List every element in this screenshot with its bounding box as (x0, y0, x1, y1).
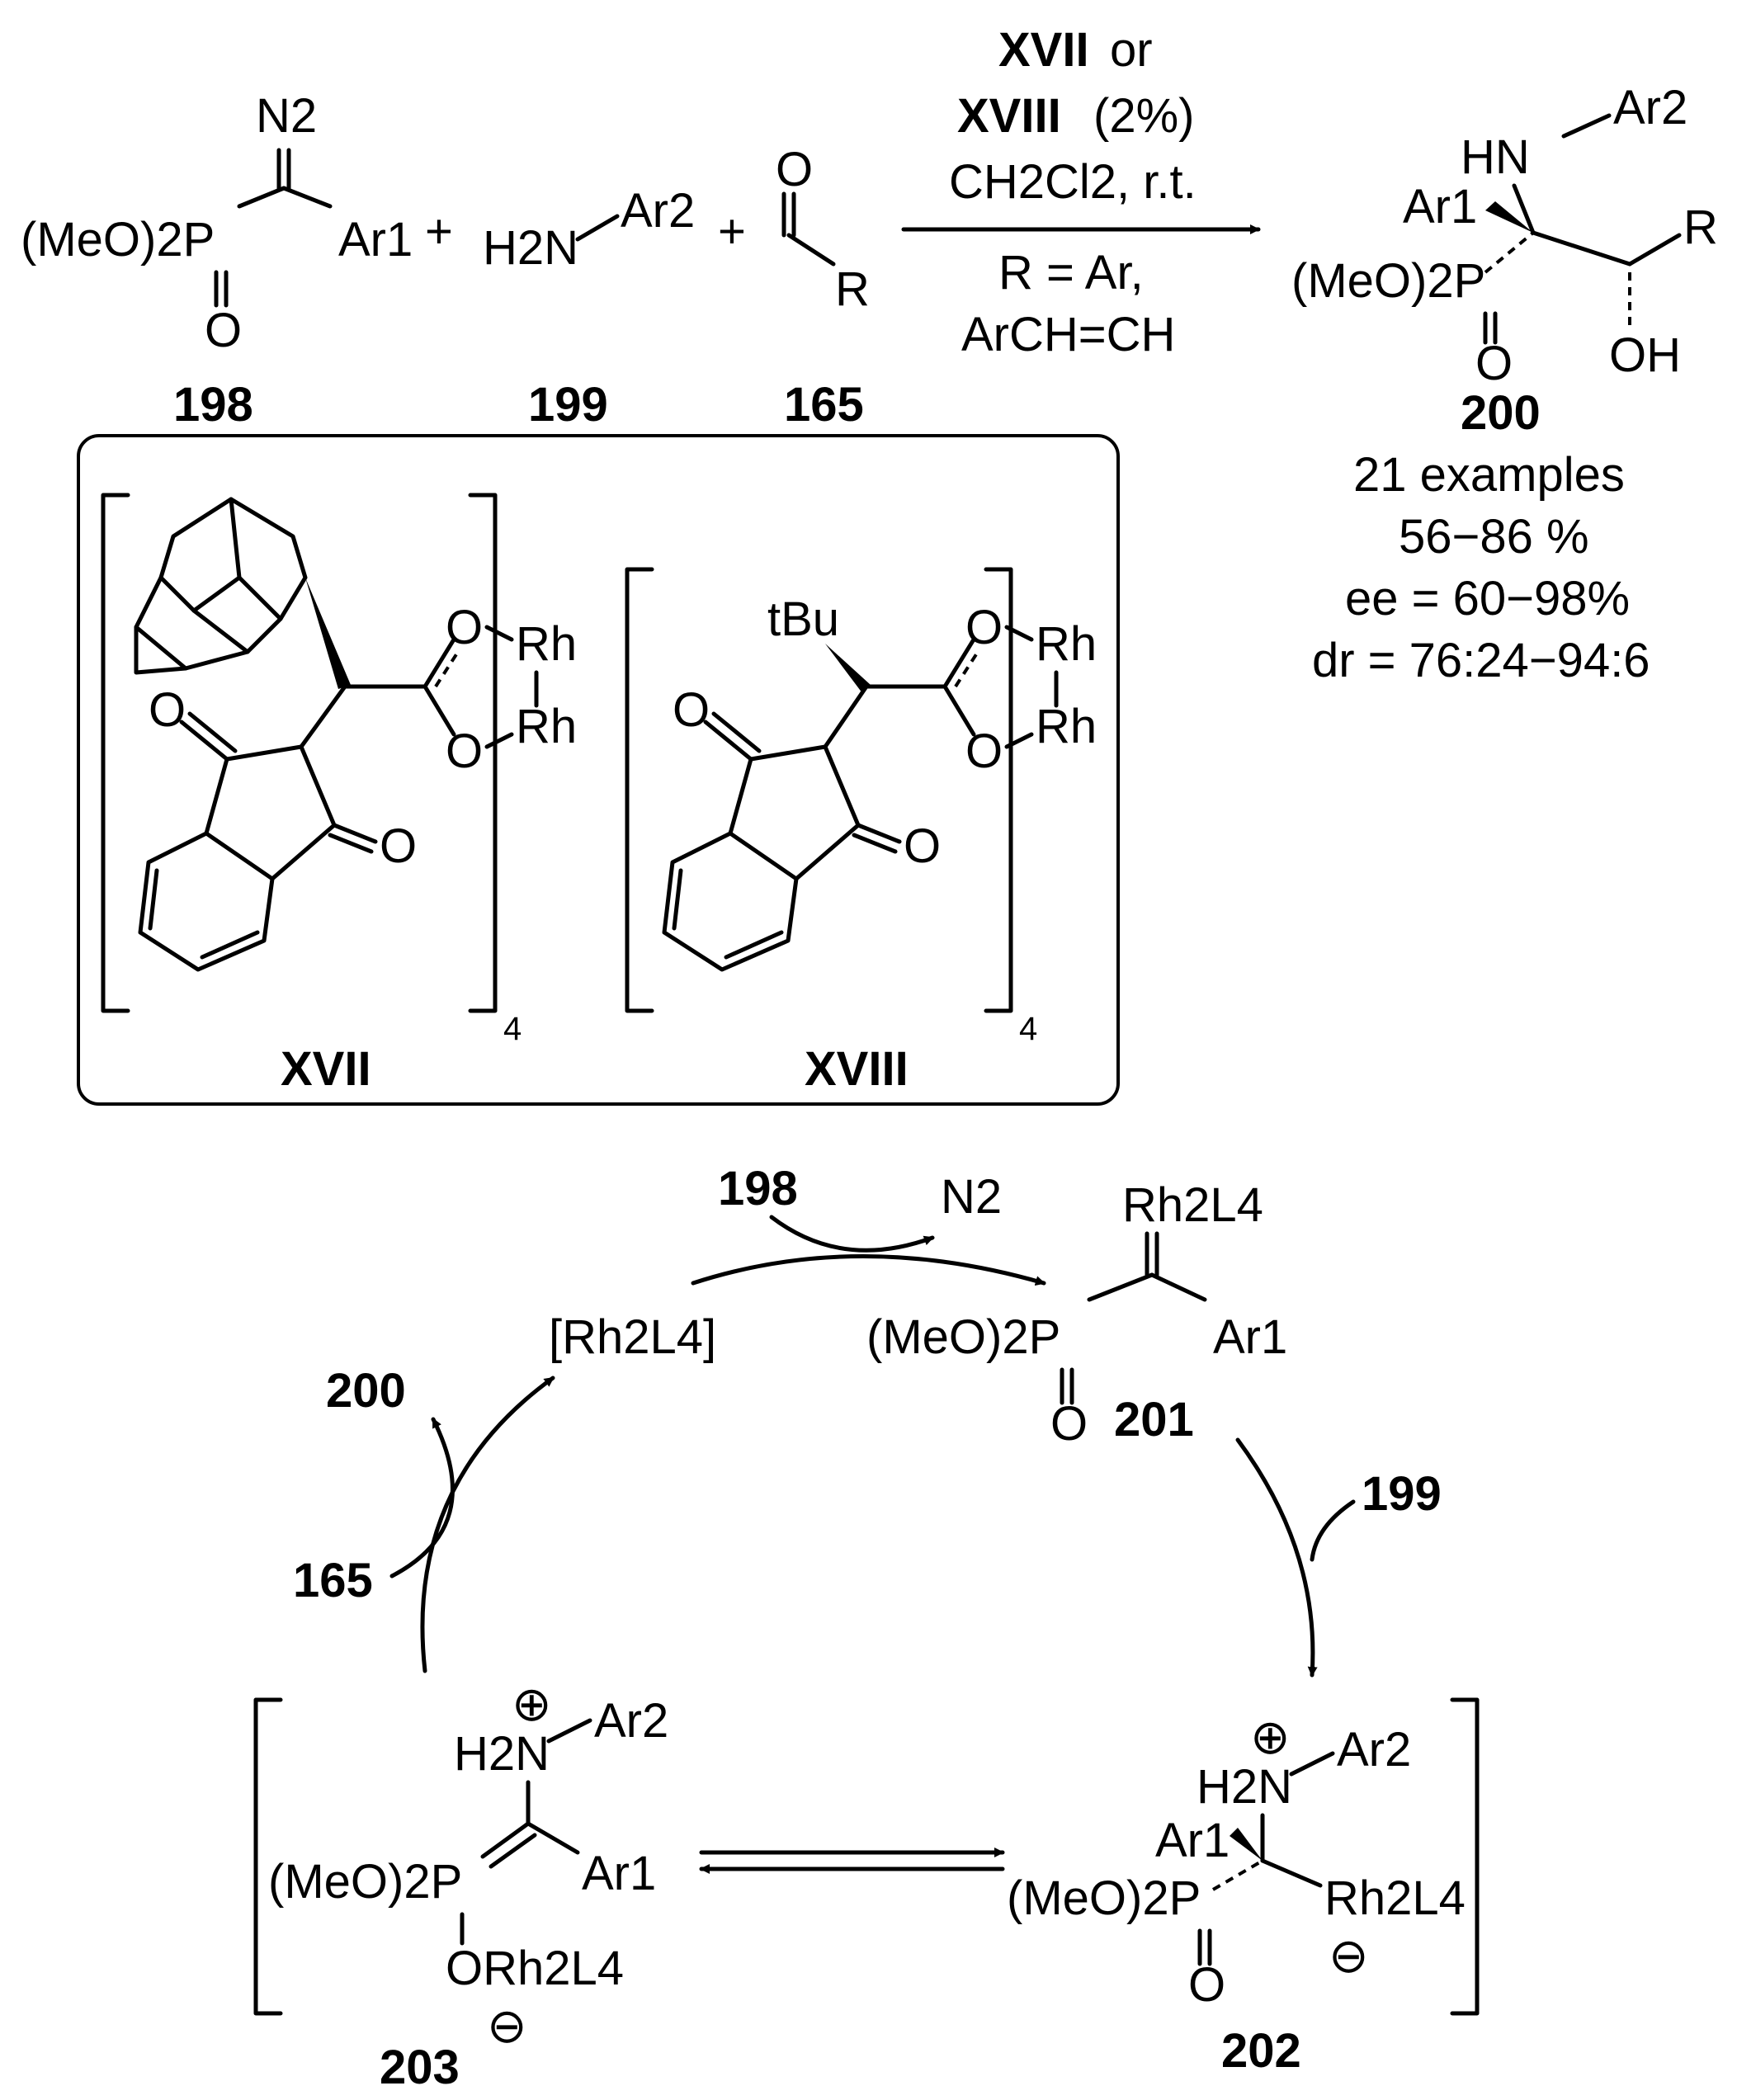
loading-text: (2%) (1093, 89, 1194, 143)
r-definition-2: ArCH=CH (961, 308, 1175, 361)
catalyst-xviii-ref: XVIII (957, 89, 1061, 143)
intermediate-202: ⊕ H2N Ar2 Ar1 (MeO)2P Rh2L4 ⊖ O 202 (1007, 1697, 1480, 2078)
h2n-label: H2N (1197, 1760, 1292, 1814)
product-200: HN Ar2 Ar1 R (MeO)2P O OH 200 (1291, 81, 1718, 440)
cycle-input-165: 165 (293, 1554, 373, 1607)
ar2-label: Ar2 (594, 1694, 668, 1748)
reagent-199: H2N Ar2 199 (483, 184, 695, 432)
orh2l4-label: ORh2L4 (446, 1942, 624, 1995)
phosphoryl-o-label: O (1050, 1397, 1088, 1451)
catalytic-cycle: [Rh2L4] 198 N2 Rh2L4 (MeO)2P Ar1 O 201 1… (253, 1162, 1480, 2094)
ar2-label: Ar2 (1337, 1723, 1411, 1777)
ar1-label: Ar1 (1403, 180, 1477, 234)
results-ee: ee = 60−98% (1345, 572, 1630, 625)
phosphoryl-o-label: O (1475, 337, 1513, 390)
catalyst-box (77, 434, 1120, 1106)
hn-label: HN (1461, 130, 1530, 184)
results-examples: 21 examples (1353, 448, 1625, 502)
rh-bottom: Rh (516, 700, 577, 753)
plus-sign: + (425, 205, 453, 258)
r-label: R (1683, 201, 1718, 254)
meo2p-label: (MeO)2P (1291, 254, 1485, 308)
intermediate-203: ⊕ H2N Ar2 (MeO)2P Ar1 ORh2L4 ⊖ 203 (253, 1678, 668, 2094)
catalyst-xvii: 4 O O Rh Rh O O XVII (101, 493, 577, 1096)
ar1-label: Ar1 (1155, 1814, 1230, 1867)
cycle-input-199: 199 (1362, 1467, 1442, 1521)
catalyst-label-xvii: XVII (281, 1042, 371, 1096)
carboxylate-o-bottom: O (965, 724, 1003, 778)
compound-label-201: 201 (1114, 1393, 1194, 1446)
reaction-conditions: XVII or XVIII (2%) CH2Cl2, r.t. R = Ar, … (901, 23, 1261, 361)
phosphoryl-o-label: O (1188, 1958, 1225, 2012)
meo2p-label: (MeO)2P (21, 213, 215, 267)
reagent-165: O R 165 (776, 143, 870, 432)
results-block: 21 examples 56−86 % ee = 60−98% dr = 76:… (1312, 448, 1650, 687)
r-definition-1: R = Ar, (998, 246, 1144, 300)
compound-label-200: 200 (1461, 386, 1541, 440)
catalyst-xvii-ref: XVII (998, 23, 1089, 77)
h2n-label: H2N (454, 1727, 550, 1781)
meo2p-label: (MeO)2P (866, 1310, 1060, 1364)
carboxylate-o-top: O (965, 601, 1003, 654)
ketone-o-1: O (673, 683, 710, 737)
carboxylate-o-top: O (446, 601, 483, 654)
ketone-o-2: O (904, 819, 941, 873)
intermediate-201: Rh2L4 (MeO)2P Ar1 O 201 (866, 1178, 1287, 1451)
or-text: or (1110, 23, 1153, 77)
carbonyl-o-label: O (776, 143, 813, 196)
reagent-198: N2 (MeO)2P O Ar1 198 (21, 89, 413, 432)
cycle-output-200: 200 (326, 1364, 406, 1418)
minus-charge: ⊖ (1329, 1929, 1369, 1983)
compound-label-198: 198 (173, 378, 253, 432)
results-dr: dr = 76:24−94:6 (1312, 634, 1650, 687)
amine-entry-arrow (1310, 1499, 1356, 1562)
product-release-arrow (389, 1417, 455, 1579)
oh-label: OH (1609, 328, 1681, 382)
subscript-4: 4 (503, 1011, 522, 1047)
carboxylate-o-bottom: O (446, 724, 483, 778)
r-label: R (835, 262, 870, 316)
ar2-label: Ar2 (621, 184, 695, 238)
ar1-label: Ar1 (338, 213, 413, 267)
subscript-4: 4 (1019, 1011, 1037, 1047)
meo2p-label: (MeO)2P (268, 1855, 462, 1909)
solvent-text: CH2Cl2, r.t. (949, 155, 1197, 209)
rh2l4-label: Rh2L4 (1122, 1178, 1263, 1232)
phosphoryl-o-label: O (205, 304, 242, 357)
catalyst-label-xviii: XVIII (805, 1042, 909, 1096)
n2-label: N2 (256, 89, 317, 143)
ar2-label: Ar2 (1613, 81, 1687, 134)
arrow-to-201 (691, 1254, 1046, 1286)
ar1-label: Ar1 (582, 1847, 656, 1900)
minus-charge: ⊖ (487, 1999, 527, 2053)
meo2p-label: (MeO)2P (1007, 1871, 1201, 1925)
rh-top: Rh (516, 617, 577, 671)
tbu-label: tBu (767, 592, 839, 646)
compound-label-165: 165 (784, 378, 864, 432)
catalyst-xviii: 4 tBu O O Rh Rh O O XVIII (625, 567, 1097, 1096)
ar1-label: Ar1 (1213, 1310, 1287, 1364)
compound-label-199: 199 (528, 378, 608, 432)
ketone-o-1: O (149, 683, 186, 737)
results-yield: 56−86 % (1399, 510, 1589, 564)
compound-label-203: 203 (380, 2041, 460, 2094)
catalyst-rh2l4: [Rh2L4] (549, 1310, 716, 1364)
compound-label-202: 202 (1221, 2024, 1301, 2078)
n2-release-arrow (769, 1215, 935, 1253)
rh-top: Rh (1036, 617, 1097, 671)
arrow-to-catalyst (420, 1376, 555, 1673)
rh-bottom: Rh (1036, 700, 1097, 753)
cycle-output-n2: N2 (941, 1170, 1002, 1224)
ketone-o-2: O (380, 819, 417, 873)
rh2l4-label: Rh2L4 (1324, 1871, 1466, 1925)
plus-charge: ⊕ (1250, 1711, 1291, 1764)
arrow-to-202 (1235, 1437, 1318, 1678)
plus-charge: ⊕ (512, 1678, 552, 1731)
h2n-label: H2N (483, 221, 578, 275)
cycle-input-198: 198 (718, 1162, 798, 1215)
plus-sign-2: + (718, 205, 746, 258)
